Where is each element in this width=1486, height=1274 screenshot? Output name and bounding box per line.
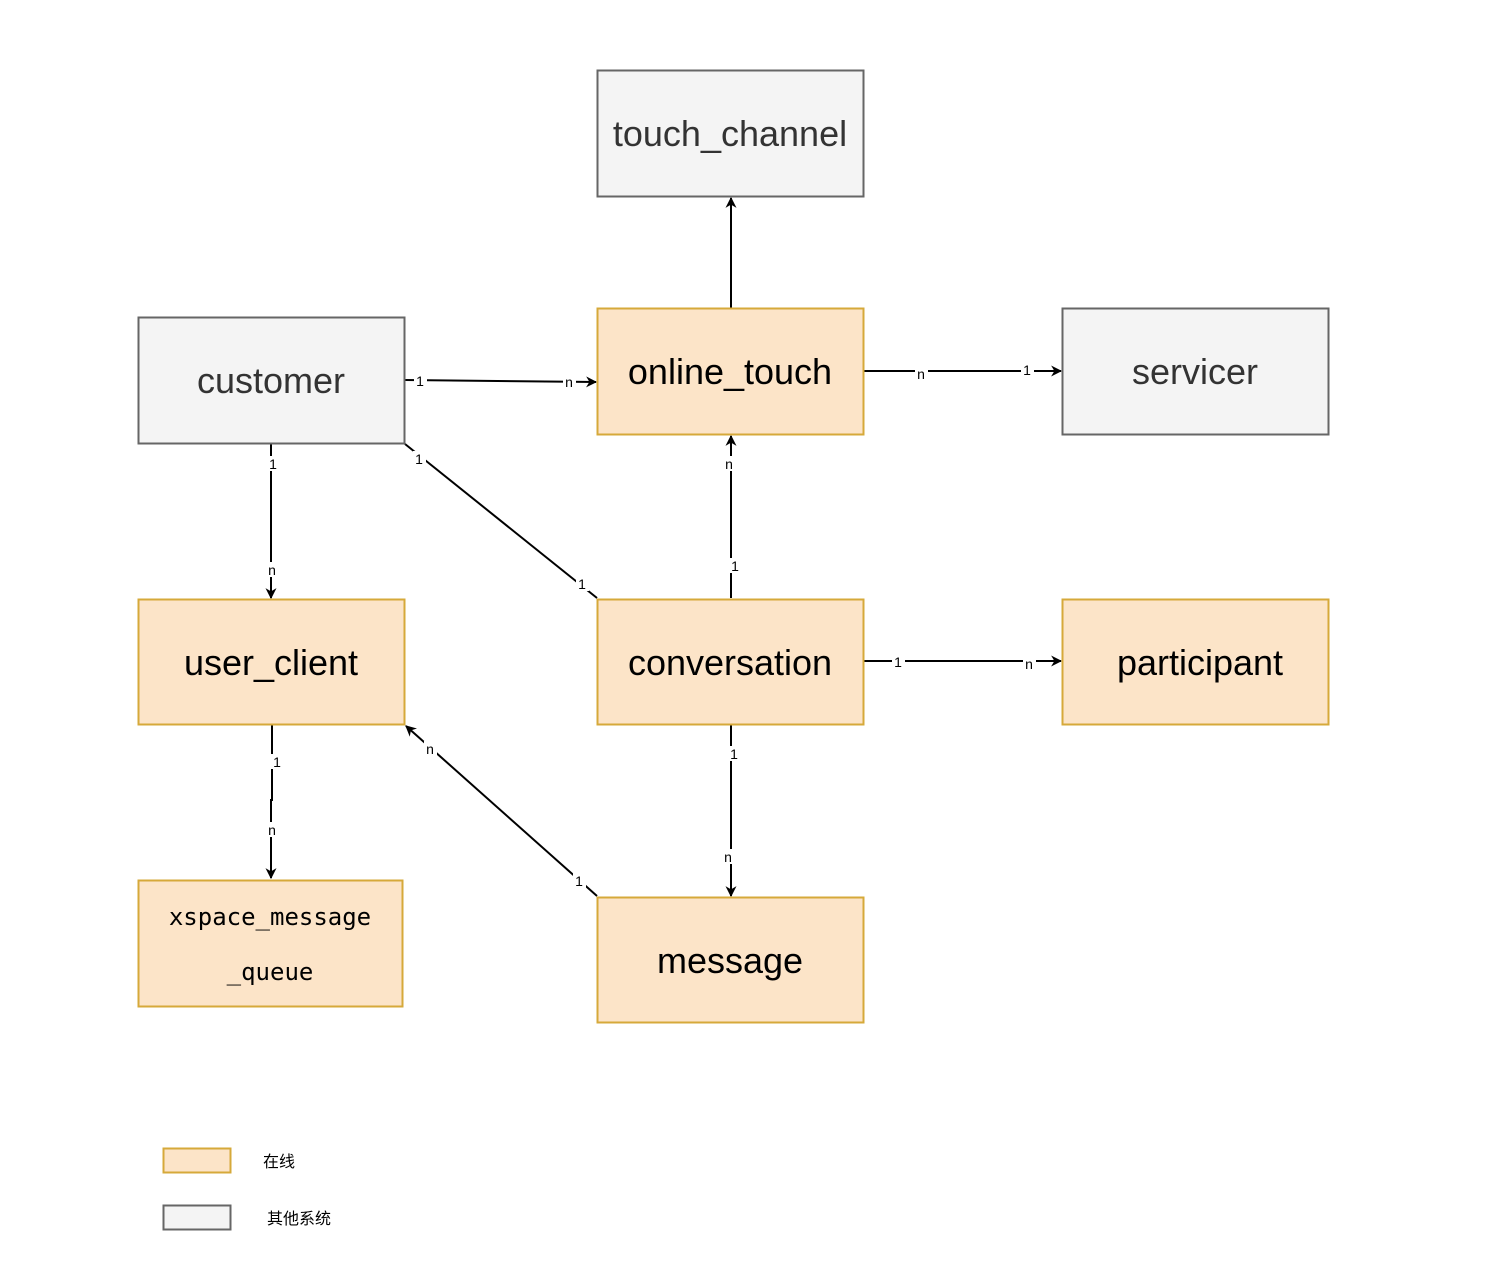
card-conversation-online-touch-target: n — [725, 456, 733, 472]
legend-label-online: 在线 — [263, 1152, 295, 1171]
edge-customer-to-conversation[interactable]: 1 1 — [404, 443, 598, 599]
legend: 在线 其他系统 — [162, 1147, 331, 1231]
card-customer-conversation-target: 1 — [578, 576, 586, 592]
node-online-touch-label: online_touch — [628, 351, 832, 392]
edge-customer-to-online-touch[interactable]: 1 n — [404, 373, 598, 390]
card-conversation-participant-target: n — [1025, 656, 1033, 672]
card-user-client-queue-source: 1 — [273, 754, 281, 770]
card-customer-user-client-target: n — [268, 562, 276, 578]
node-customer-label: customer — [197, 360, 345, 401]
card-online-touch-servicer-source: n — [917, 366, 925, 382]
node-xspace-message-queue-label-line2: _queue — [227, 958, 314, 986]
legend-swatch-other — [162, 1204, 232, 1231]
edge-conversation-to-online-touch[interactable]: 1 n — [723, 434, 742, 598]
node-online-touch[interactable]: online_touch — [596, 307, 865, 436]
card-online-touch-servicer-target: 1 — [1023, 362, 1031, 378]
card-conversation-message-source: 1 — [730, 746, 738, 762]
node-message[interactable]: message — [596, 896, 865, 1024]
node-participant-label: participant — [1117, 642, 1283, 683]
edge-conversation-to-message[interactable]: 1 n — [722, 725, 741, 898]
edge-user-client-to-xspace-message-queue[interactable]: 1 n — [265, 725, 284, 880]
node-user-client-label: user_client — [184, 642, 358, 683]
node-conversation-label: conversation — [628, 642, 832, 683]
node-user-client[interactable]: user_client — [137, 598, 406, 726]
legend-item-other: 其他系统 — [162, 1204, 331, 1231]
node-xspace-message-queue[interactable]: xspace_message _queue — [137, 879, 404, 1008]
node-conversation[interactable]: conversation — [596, 598, 865, 726]
card-customer-user-client-source: 1 — [269, 456, 277, 472]
card-conversation-message-target: n — [724, 849, 732, 865]
node-xspace-message-queue-label-line1: xspace_message — [169, 903, 371, 931]
card-conversation-online-touch-source: 1 — [731, 558, 739, 574]
card-conversation-participant-source: 1 — [894, 654, 902, 670]
legend-item-online: 在线 — [162, 1147, 295, 1174]
node-touch-channel-label: touch_channel — [613, 113, 847, 154]
node-participant[interactable]: participant — [1061, 598, 1330, 726]
legend-swatch-online — [162, 1147, 232, 1174]
node-servicer-label: servicer — [1132, 351, 1258, 392]
card-customer-online-touch-source: 1 — [416, 373, 424, 389]
edge-message-to-user-client[interactable]: 1 n — [405, 725, 598, 897]
card-customer-conversation-source: 1 — [415, 451, 423, 467]
node-customer[interactable]: customer — [137, 316, 406, 445]
edge-customer-to-user-client[interactable]: 1 n — [265, 444, 279, 600]
card-customer-online-touch-target: n — [565, 374, 573, 390]
node-servicer[interactable]: servicer — [1061, 307, 1330, 436]
edge-online-touch-to-servicer[interactable]: n 1 — [864, 362, 1063, 382]
edge-conversation-to-participant[interactable]: 1 n — [864, 654, 1063, 672]
card-message-user-client-target: n — [426, 741, 434, 757]
card-user-client-queue-target: n — [268, 822, 276, 838]
nodes: touch_channel customer online_touch serv… — [137, 69, 1330, 1024]
node-touch-channel[interactable]: touch_channel — [596, 69, 865, 198]
edges: 1 n n 1 1 n 1 1 — [265, 196, 1063, 898]
node-message-label: message — [657, 940, 803, 981]
card-message-user-client-source: 1 — [575, 873, 583, 889]
legend-label-other: 其他系统 — [267, 1209, 331, 1228]
